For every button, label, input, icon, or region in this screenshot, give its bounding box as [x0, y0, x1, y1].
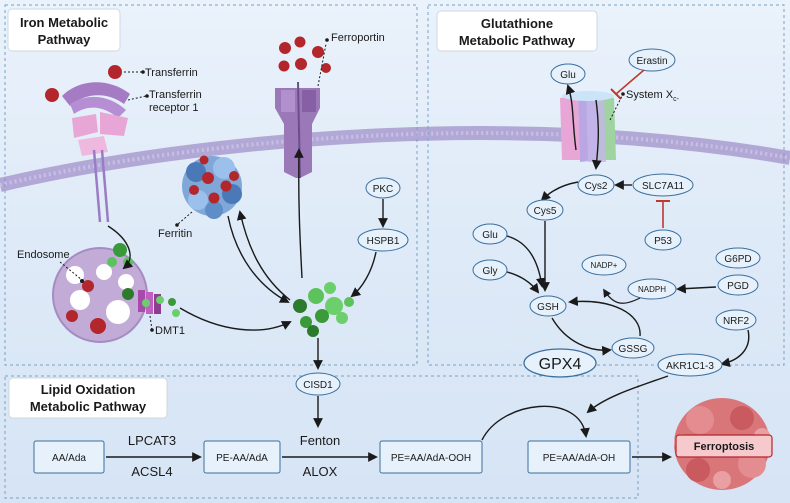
- cys2-node: Cys2: [585, 181, 608, 192]
- iron-pool-icon: [293, 282, 354, 337]
- p53-node: P53: [654, 236, 672, 247]
- tfr1-label-line1: Transferrin: [149, 89, 202, 101]
- iron-title-box: Iron Metabolic Pathway: [7, 8, 121, 52]
- ferroportin-icon: [275, 36, 331, 179]
- gpx4-node: GPX4: [539, 356, 582, 373]
- tfr1-label-line2: receptor 1: [149, 102, 199, 114]
- lipid-title-box: Lipid Oxidation Metabolic Pathway: [8, 377, 168, 419]
- glu-top-node: Glu: [560, 70, 576, 81]
- nrf2-node: NRF2: [723, 316, 750, 327]
- ferroptosis-badge: [675, 434, 773, 458]
- iron-title-line2: Pathway: [38, 32, 92, 47]
- dmt1-label: DMT1: [155, 325, 185, 337]
- glutathione-title-line1: Glutathione: [481, 16, 553, 31]
- gssg-node: GSSG: [619, 344, 648, 355]
- ferroptosis-label: Ferroptosis: [694, 441, 755, 453]
- pkc-node: PKC: [373, 184, 394, 195]
- slc7a11-node: SLC7A11: [642, 181, 685, 192]
- aa-ada-node: AA/Ada: [52, 453, 86, 464]
- glu-node: Glu: [482, 230, 498, 241]
- erastin-node: Erastin: [636, 56, 667, 67]
- ferritin-icon: [182, 155, 242, 219]
- cys5-node: Cys5: [534, 206, 557, 217]
- alox-label: ALOX: [303, 464, 338, 479]
- pe-aa-ada-node: PE-AA/AdA: [216, 453, 268, 464]
- endosome-icon: [52, 243, 148, 343]
- system-xc-icon: [560, 84, 616, 170]
- glutathione-title-line2: Metabolic Pathway: [459, 33, 576, 48]
- iron-title-line1: Iron Metabolic: [20, 15, 108, 30]
- ferritin-label: Ferritin: [158, 228, 192, 240]
- lipid-title-line1: Lipid Oxidation: [41, 382, 136, 397]
- pe-aa-ada-ooh-node: PE=AA/AdA-OOH: [391, 453, 471, 464]
- lipid-panel: [4, 375, 639, 499]
- transferrin-receptor-icon: [45, 65, 130, 223]
- lpcat3-label: LPCAT3: [128, 433, 176, 448]
- nadph-node: NADPH: [638, 285, 666, 294]
- akr1c1-3-node: AKR1C1-3: [666, 361, 714, 372]
- dmt1-icon: [138, 290, 180, 317]
- pgd-node: PGD: [727, 281, 749, 292]
- fenton-label: Fenton: [300, 433, 340, 448]
- hspb1-node: HSPB1: [367, 236, 400, 247]
- endosome-label: Endosome: [17, 249, 70, 261]
- system-xc-label: System Xc-: [626, 89, 680, 103]
- gly-node: Gly: [483, 266, 498, 277]
- cisd1-node: CISD1: [303, 380, 333, 391]
- glutathione-panel: [427, 4, 785, 366]
- lipid-title-line2: Metabolic Pathway: [30, 399, 147, 414]
- iron-panel: [4, 4, 418, 366]
- acsl4-label: ACSL4: [131, 464, 172, 479]
- g6pd-node: G6PD: [724, 254, 751, 265]
- gsh-node: GSH: [537, 302, 559, 313]
- glutathione-title-box: Glutathione Metabolic Pathway: [436, 10, 598, 52]
- ferroportin-label: Ferroportin: [331, 32, 385, 44]
- nadp-plus-node: NADP+: [591, 261, 618, 270]
- transferrin-label: Transferrin: [145, 67, 198, 79]
- pe-aa-ada-oh-node: PE=AA/AdA-OH: [543, 453, 616, 464]
